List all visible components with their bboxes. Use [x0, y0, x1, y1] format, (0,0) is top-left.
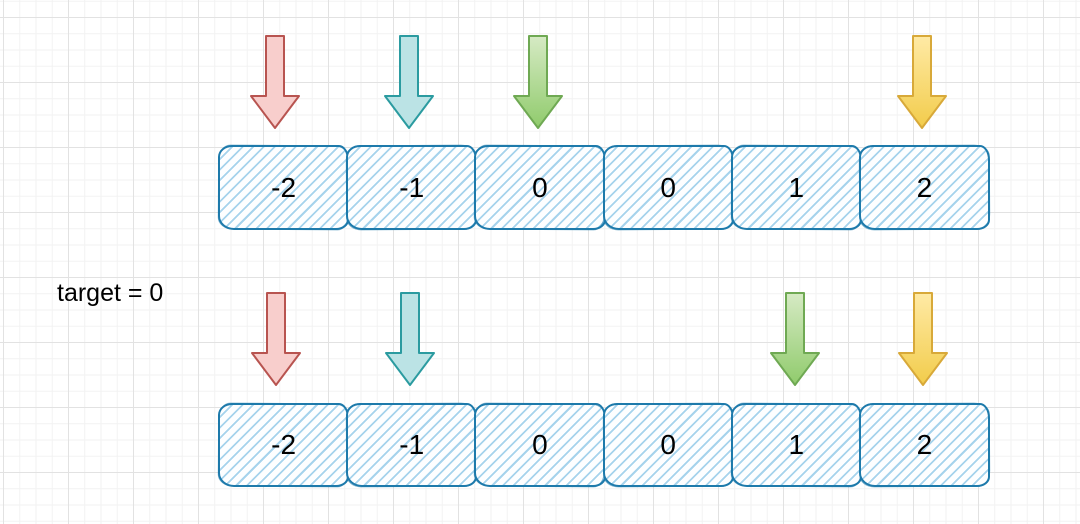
array-cell: 2 [858, 403, 991, 487]
array-row-top: -2 -1 0 0 1 2 [218, 145, 991, 230]
array-cell: 0 [602, 145, 734, 230]
cell-value: 1 [788, 171, 805, 203]
arrow-down-red-icon [250, 35, 300, 129]
cell-value: 1 [788, 429, 805, 460]
cell-value: 0 [660, 171, 676, 203]
cell-value: 0 [660, 429, 676, 460]
array-cell: 1 [730, 403, 862, 487]
array-cell: -2 [218, 403, 350, 487]
cell-value: -2 [271, 429, 297, 460]
cell-value: -1 [399, 171, 425, 203]
arrow-down-yellow-icon [897, 35, 947, 129]
array-cell: -1 [346, 145, 478, 230]
array-cell: 0 [474, 145, 606, 230]
cell-value: -2 [271, 171, 297, 203]
arrow-down-teal-icon [384, 35, 434, 129]
cell-value: 2 [916, 171, 933, 203]
array-cell: -2 [218, 145, 350, 230]
array-cell: -1 [346, 403, 478, 487]
cell-value: 2 [916, 429, 933, 460]
arrow-down-red-icon [251, 292, 301, 386]
array-cell: 2 [858, 145, 991, 230]
array-cell: 0 [602, 403, 734, 487]
array-row-bottom: -2 -1 0 0 1 2 [218, 403, 991, 487]
arrow-down-yellow-icon [898, 292, 948, 386]
array-cell: 0 [474, 403, 606, 487]
cell-value: 0 [532, 171, 548, 203]
arrow-down-teal-icon [385, 292, 435, 386]
arrow-down-green-icon [513, 35, 563, 129]
arrow-down-green-icon [770, 292, 820, 386]
cell-value: -1 [399, 429, 425, 460]
cell-value: 0 [532, 429, 548, 460]
array-cell: 1 [730, 145, 862, 230]
target-label: target = 0 [57, 279, 164, 307]
